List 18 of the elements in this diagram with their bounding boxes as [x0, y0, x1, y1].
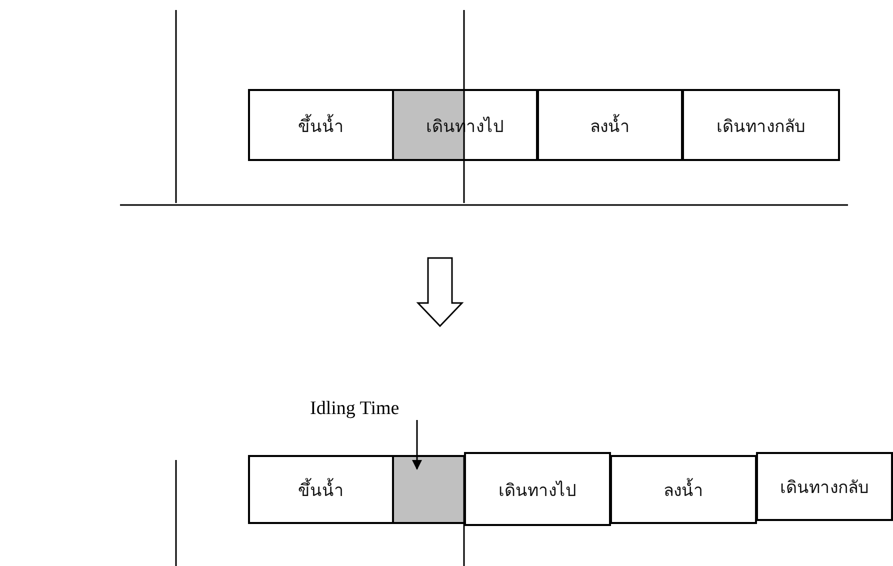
activity-label: ขึ้นน้ำ — [298, 476, 344, 503]
activity-box — [248, 89, 394, 161]
activity-label: เดินทางกลับ — [716, 116, 806, 138]
activity-box — [682, 89, 840, 161]
activity-box — [610, 455, 757, 524]
activity-label: ลงน้ำ — [664, 476, 704, 503]
activity-box — [756, 452, 893, 521]
activity-label: เดินทางกลับ — [780, 477, 869, 500]
activity-label: ลงน้ำ — [590, 112, 630, 138]
activity-label: ขึ้นน้ำ — [298, 112, 344, 138]
arrow — [412, 420, 422, 470]
activity-label: เดินทางไป — [498, 480, 576, 502]
callout-text: Idling Time — [310, 398, 400, 420]
idle-box — [392, 455, 466, 524]
activity-box — [464, 452, 611, 526]
activity-box — [392, 89, 538, 161]
activity-box — [248, 455, 394, 524]
activity-box — [537, 89, 683, 161]
